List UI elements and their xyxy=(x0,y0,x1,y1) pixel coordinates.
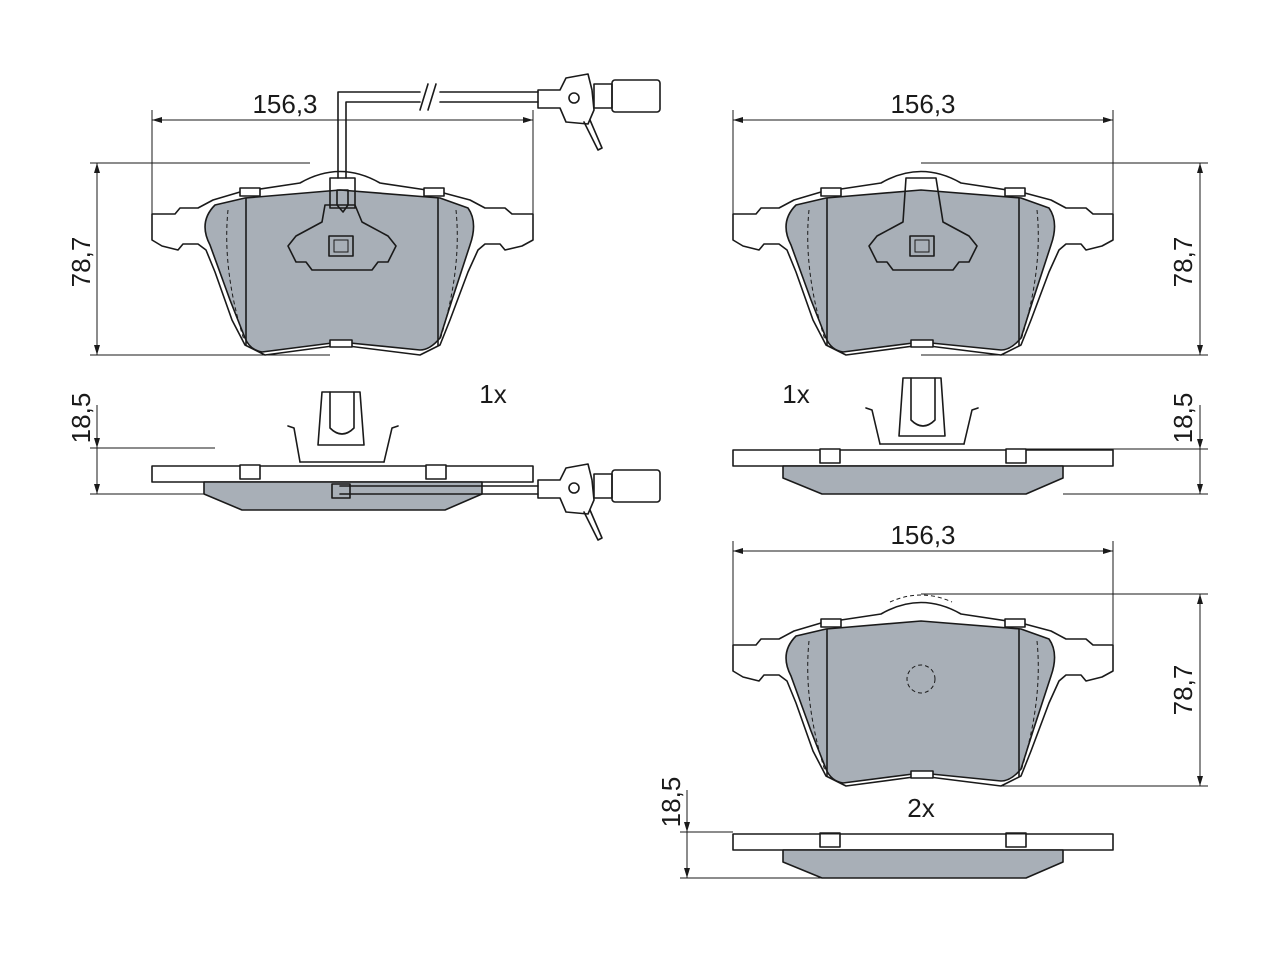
friction-material-side xyxy=(782,465,1064,495)
center-clip xyxy=(287,204,397,271)
pad-side-plain: 18,5 1x xyxy=(732,377,1208,495)
thickness-label: 18,5 xyxy=(656,777,686,828)
thickness-label: 18,5 xyxy=(66,393,96,444)
pad-front-with-sensor: 156,3 78,7 xyxy=(66,73,661,356)
pad-front-plain: 156,3 78,7 xyxy=(732,89,1208,356)
backing-plate-side xyxy=(151,465,534,483)
height-label: 78,7 xyxy=(1168,237,1198,288)
friction-material xyxy=(204,189,475,353)
width-label: 156,3 xyxy=(890,520,955,550)
pad-side-outer: 18,5 2x xyxy=(656,777,1114,879)
sensor-connector xyxy=(537,463,661,541)
friction-material-side xyxy=(782,849,1064,879)
friction-material xyxy=(785,620,1056,784)
center-clip xyxy=(868,177,978,271)
backing-plate-side xyxy=(732,833,1114,851)
pad-side-with-sensor: 18,5 1x xyxy=(66,379,661,541)
width-label: 156,3 xyxy=(890,89,955,119)
center-marker xyxy=(906,664,936,694)
pad-front-outer: 156,3 78,7 xyxy=(732,520,1208,787)
quantity-label: 2x xyxy=(907,793,934,823)
width-label: 156,3 xyxy=(252,89,317,119)
friction-material xyxy=(785,189,1056,353)
thickness-label: 18,5 xyxy=(1168,393,1198,444)
sensor-wire xyxy=(337,91,421,179)
height-label: 78,7 xyxy=(66,237,96,288)
backing-plate-side xyxy=(732,449,1114,467)
height-label: 78,7 xyxy=(1168,665,1198,716)
sensor-connector xyxy=(537,73,661,151)
quantity-label: 1x xyxy=(782,379,809,409)
quantity-label: 1x xyxy=(479,379,506,409)
